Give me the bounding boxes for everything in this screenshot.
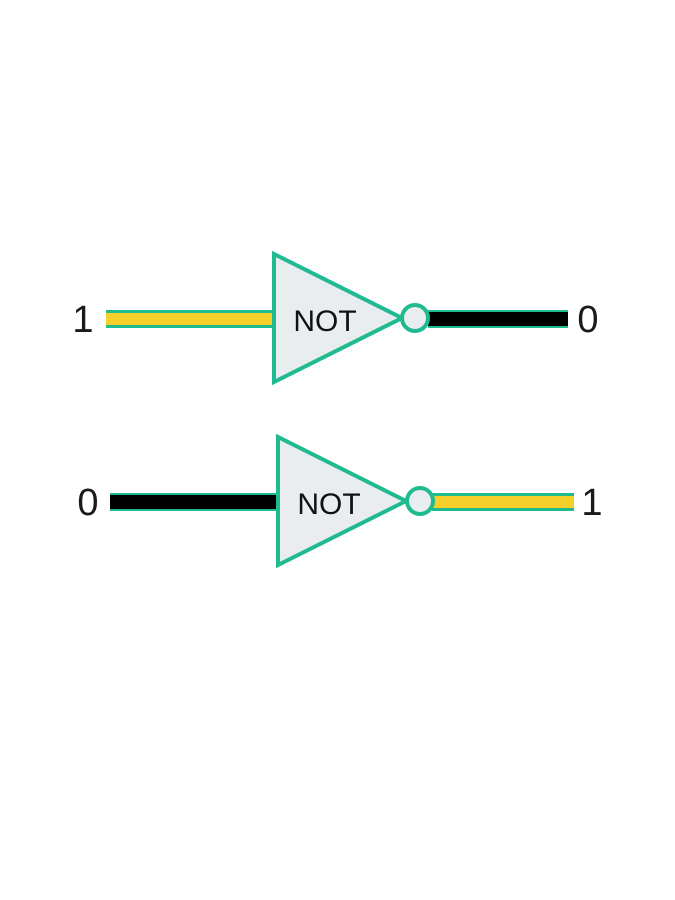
gate-2-output-wire-core xyxy=(432,496,574,508)
gate-2-label: NOT xyxy=(297,488,360,521)
gate-1-input-value: 1 xyxy=(72,299,93,341)
gate-2-input-value: 0 xyxy=(77,482,98,524)
not-gate-row-1: 1 NOT 0 xyxy=(72,250,599,386)
gate-1-inversion-bubble xyxy=(400,303,430,333)
gate-2-inversion-bubble xyxy=(405,486,435,516)
gate-1-input-wire-core xyxy=(106,313,274,325)
gate-1-output-value: 0 xyxy=(577,299,598,341)
gate-2-input-wire-core xyxy=(110,495,278,509)
gate-1-label: NOT xyxy=(293,305,356,338)
gate-1-output-wire xyxy=(428,310,568,328)
gate-2-not-triangle xyxy=(276,433,411,569)
gate-2-input-wire xyxy=(110,493,278,511)
gate-1-not-triangle xyxy=(272,250,407,386)
gate-1-output-wire-core xyxy=(428,312,568,326)
gate-2-output-wire xyxy=(432,493,574,511)
gate-2-output-value: 1 xyxy=(581,482,602,524)
not-gate-row-2: 0 NOT 1 xyxy=(77,433,603,569)
gate-1-input-wire xyxy=(106,310,274,328)
